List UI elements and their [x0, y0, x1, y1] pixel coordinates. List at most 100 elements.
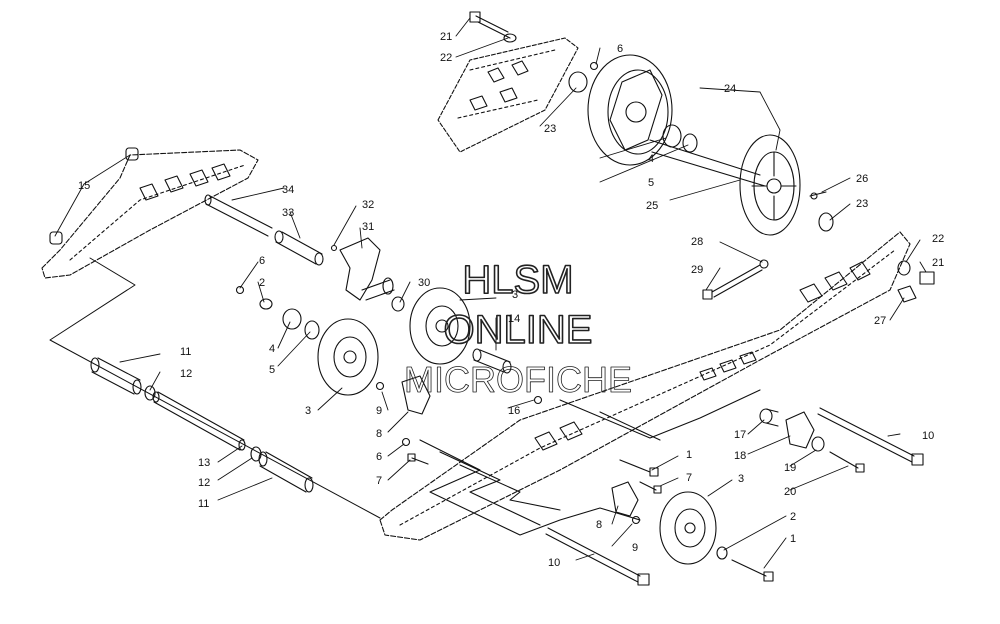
spacer-33: [274, 230, 324, 266]
nut-9-right: [631, 515, 641, 525]
callout-1: 1: [790, 533, 796, 545]
callout-10: 10: [922, 430, 934, 442]
callout-6: 6: [259, 255, 265, 267]
callout-31: 31: [362, 221, 374, 233]
bracket-8-left: [401, 375, 431, 415]
washer-30: [391, 296, 405, 312]
callout-32: 32: [362, 199, 374, 211]
callout-27: 27: [874, 315, 886, 327]
callout-23: 23: [856, 198, 868, 210]
callout-1: 1: [686, 449, 692, 461]
callout-11: 11: [198, 498, 209, 510]
grease-fitting-32: [330, 244, 338, 252]
callout-6: 6: [617, 43, 623, 55]
callout-22: 22: [440, 52, 452, 64]
nut-15-top: [125, 147, 139, 161]
bolt-26: [809, 191, 827, 200]
left-slide-rail: [41, 149, 259, 279]
callout-3: 3: [512, 289, 518, 301]
callout-13: 13: [198, 457, 210, 469]
idler-wheel-middle: [409, 287, 471, 365]
nut-6-lower: [401, 437, 411, 447]
bolt-1-lower: [731, 559, 774, 582]
callout-20: 20: [784, 486, 796, 498]
washer-19: [811, 436, 825, 452]
callout-15: 15: [78, 180, 90, 192]
callout-26: 26: [856, 173, 868, 185]
callout-28: 28: [691, 236, 703, 248]
bracket-18: [785, 411, 815, 449]
callout-7: 7: [686, 472, 692, 484]
bolt-21-lower: [919, 271, 935, 285]
callout-29: 29: [691, 264, 703, 276]
callout-9: 9: [376, 405, 382, 417]
callout-16: 16: [508, 405, 520, 417]
callout-21: 21: [932, 257, 944, 269]
callout-14: 14: [508, 313, 520, 325]
callout-9: 9: [632, 542, 638, 554]
nut-6-upper: [589, 61, 599, 71]
callout-25: 25: [646, 200, 658, 212]
callout-10: 10: [548, 557, 560, 569]
washer-2-lower: [716, 546, 728, 560]
snap-ring-5-upper: [682, 133, 698, 153]
leader-lines: [54, 17, 927, 569]
idler-wheel-left: [317, 318, 379, 396]
callout-8: 8: [376, 428, 382, 440]
callout-21: 21: [440, 31, 452, 43]
cross-shaft-13: [152, 391, 246, 451]
spacer-17: [759, 408, 779, 427]
washer-28: [759, 259, 769, 269]
watermark-line-1: HLSM: [462, 258, 573, 302]
idler-wheel-lower: [659, 491, 717, 565]
arm-31: [339, 237, 395, 301]
nut-9-left: [375, 381, 385, 391]
callout-5: 5: [648, 177, 654, 189]
snap-ring-5-left: [304, 320, 320, 340]
washer-2-left: [259, 298, 273, 310]
callout-30: 30: [418, 277, 430, 289]
bolt-29: [702, 264, 763, 300]
callout-17: 17: [734, 429, 746, 441]
spacer-14: [472, 348, 512, 374]
washer-22-upper: [503, 33, 517, 43]
nut-6-left: [235, 285, 245, 295]
block-27: [897, 285, 917, 303]
long-bolt-10-right: [817, 407, 924, 466]
watermark-line-2: ONLINE: [444, 308, 593, 352]
bolt-20: [829, 451, 865, 473]
watermark: HLSM ONLINE MICROFICHE: [404, 257, 633, 400]
callout-4: 4: [269, 343, 275, 355]
bearing-housing-23b: [818, 212, 834, 232]
bolt-1-upper: [619, 459, 659, 477]
callout-22: 22: [932, 233, 944, 245]
nut-16: [533, 395, 543, 405]
callout-2: 2: [790, 511, 796, 523]
upper-rear-rail: [437, 37, 579, 153]
nut-15-bottom: [49, 231, 63, 245]
bearing-4-upper: [662, 124, 682, 148]
long-bolt-10-lower: [545, 527, 650, 586]
ring-12-top: [144, 385, 156, 401]
bearing-4-left: [282, 308, 302, 330]
ring-12-bottom: [250, 446, 262, 462]
shaft-34: [204, 194, 273, 237]
callout-7: 7: [376, 475, 382, 487]
callout-5: 5: [269, 364, 275, 376]
bearing-housing-23: [568, 71, 588, 93]
callout-11: 11: [180, 346, 191, 358]
bolt-21-upper: [469, 11, 511, 39]
callout-labels: 21 22 6 24 23 4 5 25 26 23 22 21 28 29 2…: [78, 31, 944, 569]
callout-3: 3: [305, 405, 311, 417]
callout-4: 4: [648, 153, 654, 165]
right-slide-rail: [379, 231, 911, 541]
callout-24: 24: [724, 83, 736, 95]
callout-23: 23: [544, 123, 556, 135]
callout-18: 18: [734, 450, 746, 462]
watermark-line-3: MICROFICHE: [404, 359, 632, 400]
bolt-7-left: [407, 453, 429, 465]
callout-34: 34: [282, 184, 294, 196]
washer-22-lower: [897, 260, 911, 276]
callout-6: 6: [376, 451, 382, 463]
